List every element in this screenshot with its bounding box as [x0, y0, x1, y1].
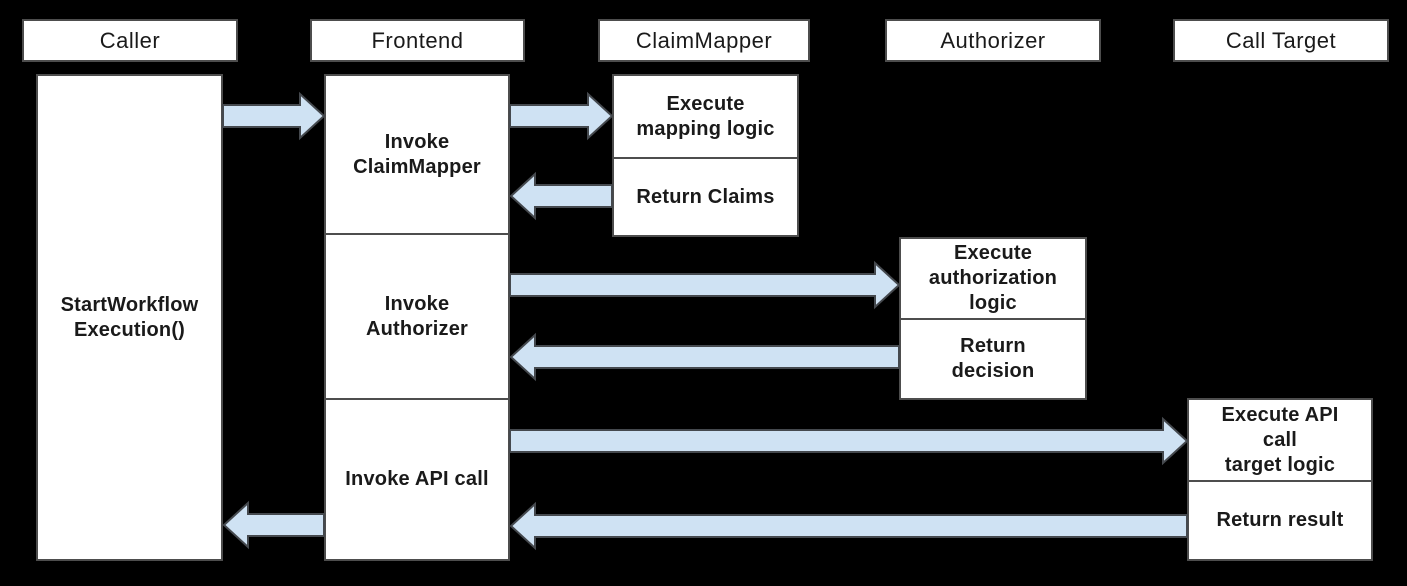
arrow-frontend-to-calltarget — [509, 416, 1189, 466]
activation-claimmapper-return-claims: Return Claims — [612, 157, 799, 237]
activation-calltarget-execute-api-call-target-logic: Execute API call target logic — [1187, 398, 1373, 482]
activation-claimmapper-execute-mapping-logic: Execute mapping logic — [612, 74, 799, 159]
activation-caller-startworkflowexecution: StartWorkflow Execution() — [36, 74, 223, 561]
arrow-calltarget-to-frontend — [509, 501, 1188, 551]
lifeline-header-authorizer: Authorizer — [885, 19, 1101, 62]
arrow-frontend-to-claimmapper — [509, 91, 614, 141]
arrow-authorizer-to-frontend — [509, 332, 900, 382]
lifeline-header-claimmapper: ClaimMapper — [598, 19, 810, 62]
activation-authorizer-return-decision: Return decision — [899, 318, 1087, 400]
activation-authorizer-execute-authorization-logic: Execute authorization logic — [899, 237, 1087, 320]
arrow-caller-to-frontend — [222, 91, 326, 141]
arrow-claimmapper-to-frontend — [509, 171, 613, 221]
activation-frontend-invoke-authorizer: Invoke Authorizer — [324, 233, 510, 400]
activation-calltarget-return-result: Return result — [1187, 480, 1373, 561]
lifeline-header-frontend: Frontend — [310, 19, 525, 62]
arrow-frontend-to-authorizer — [509, 260, 901, 310]
activation-frontend-invoke-claimmapper: Invoke ClaimMapper — [324, 74, 510, 235]
lifeline-header-caller: Caller — [22, 19, 238, 62]
activation-frontend-invoke-api-call: Invoke API call — [324, 398, 510, 561]
arrow-frontend-to-caller — [222, 500, 325, 550]
lifeline-header-calltarget: Call Target — [1173, 19, 1389, 62]
